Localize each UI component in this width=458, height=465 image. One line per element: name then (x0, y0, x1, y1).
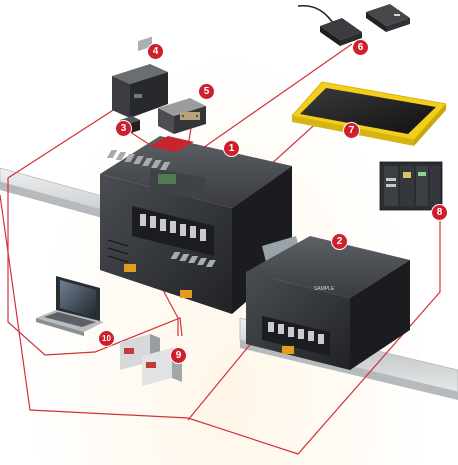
callout-2-badge: 2 (332, 234, 347, 249)
sensor-door-switch (298, 4, 410, 46)
laptop (36, 276, 104, 336)
callout-1-badge: 1 (224, 141, 239, 156)
callout-3-badge: 3 (116, 121, 131, 136)
callout-10-badge: 10 (99, 331, 114, 346)
callout-6-badge: 6 (353, 40, 368, 55)
callout-4-badge: 4 (148, 44, 163, 59)
rack-controller (380, 162, 442, 210)
callout-7-badge: 7 (344, 123, 359, 138)
callout-5-badge: 5 (199, 84, 214, 99)
expansion-unit-marking: SAMPLE (314, 286, 335, 292)
callout-9-badge: 9 (171, 348, 186, 363)
callout-8-badge: 8 (432, 205, 447, 220)
safety-mat (292, 82, 446, 146)
